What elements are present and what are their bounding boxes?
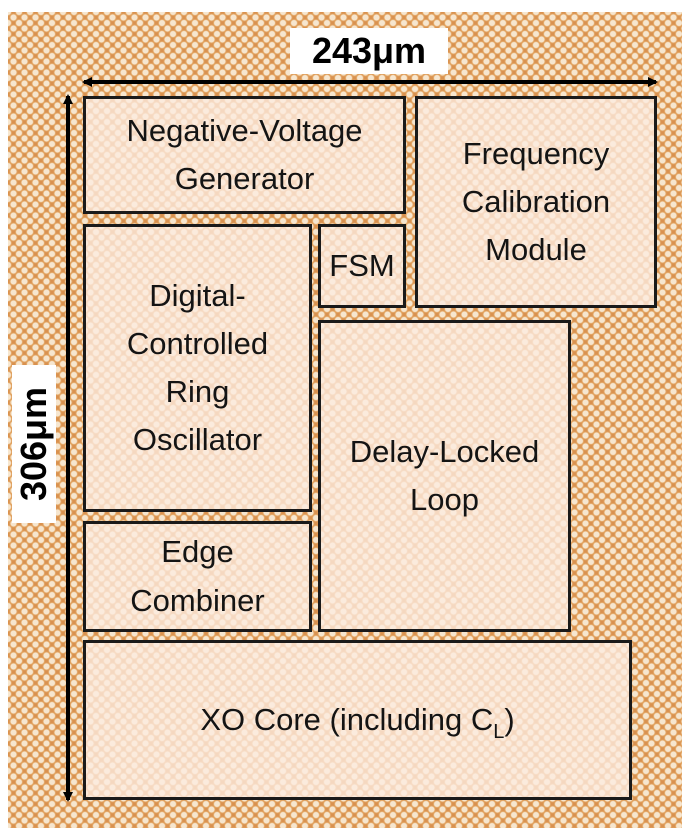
xo-core-text: XO Core (including C — [200, 701, 494, 737]
fsm-label: FSM — [329, 247, 395, 283]
negative-voltage-generator-block: Negative-Voltage Generator — [83, 96, 406, 214]
xo-core-block: XO Core (including CL) — [83, 640, 632, 800]
edge-combiner-label: Edge Combiner — [130, 534, 265, 618]
digital-controlled-ring-oscillator-label: Digital- Controlled Ring Oscillator — [126, 277, 269, 458]
delay-locked-loop-label: Delay-Locked Loop — [349, 433, 540, 517]
xo-core-subscript: L — [493, 720, 505, 743]
edge-combiner-block: Edge Combiner — [83, 521, 312, 632]
height-label: 306μm — [12, 365, 56, 523]
negative-voltage-generator-label: Negative-Voltage Generator — [126, 112, 363, 196]
delay-locked-loop-block: Delay-Locked Loop — [318, 320, 571, 632]
xo-core-suffix: ) — [504, 701, 515, 737]
frequency-calibration-module-block: Frequency Calibration Module — [415, 96, 657, 308]
frequency-calibration-module-label: Frequency Calibration Module — [461, 135, 611, 268]
height-label-text: 306μm — [13, 386, 55, 502]
fsm-block: FSM — [318, 224, 406, 308]
digital-controlled-ring-oscillator-block: Digital- Controlled Ring Oscillator — [83, 224, 312, 512]
width-label: 243μm — [290, 28, 448, 74]
xo-core-label: XO Core (including CL) — [200, 696, 514, 744]
